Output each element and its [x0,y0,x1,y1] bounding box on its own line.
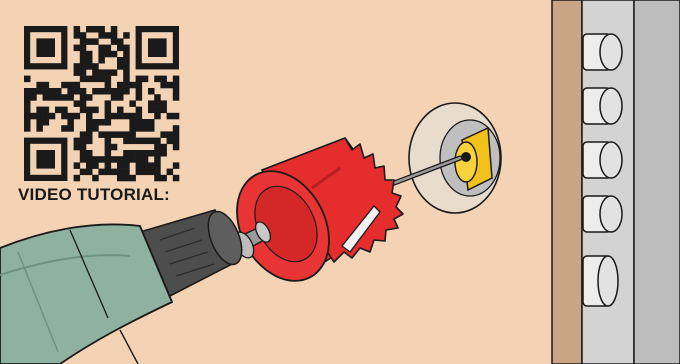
door-edge [552,0,582,364]
bolt [583,34,622,70]
bolt [583,88,622,124]
video-tutorial-caption: VIDEO TUTORIAL: [18,185,170,205]
bolt [583,196,622,232]
bolt [583,256,618,306]
bolt [583,142,622,178]
